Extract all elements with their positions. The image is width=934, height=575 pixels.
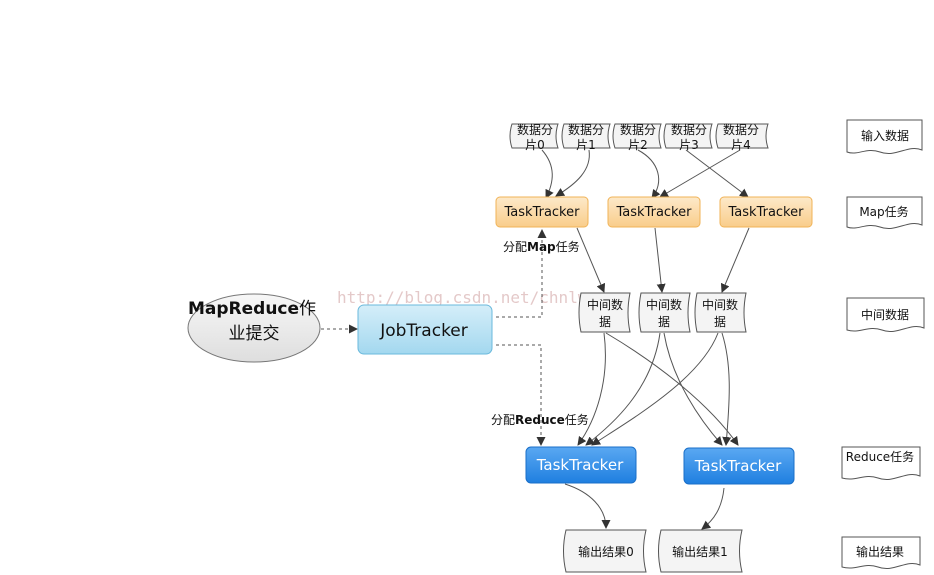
mid0-to-reduce0-arrow: [577, 332, 606, 446]
output-node: 输出结果1: [658, 529, 743, 573]
map1-to-mid1-arrow: [654, 227, 666, 293]
reduce-trackers: TaskTracker TaskTracker: [525, 446, 795, 485]
connectors: [541, 149, 750, 530]
input-splits: 数据分 片0 数据分 片1 数据分 片2 数据分 片3 数据分 片4: [509, 122, 769, 152]
intermediate-node: 中间数 据: [638, 292, 691, 333]
svg-text:片1: 片1: [576, 138, 596, 152]
map-tracker-node: TaskTracker: [719, 196, 813, 228]
map2-to-mid2-arrow: [720, 227, 750, 293]
map-trackers: TaskTracker TaskTracker TaskTracker: [495, 196, 813, 228]
split-label-line1: 数据分: [517, 122, 553, 137]
map-tracker-label: TaskTracker: [728, 205, 805, 220]
split-node: 数据分 片1: [561, 122, 611, 152]
assign-map-arrow: [496, 229, 547, 318]
legend-label: Map任务: [859, 204, 908, 219]
split2-to-map1-arrow: [637, 149, 661, 199]
svg-text:片2: 片2: [628, 138, 648, 152]
legend: 输入数据 Map任务 中间数据 Reduce任务 输出结果: [841, 119, 925, 569]
legend-label: 中间数据: [861, 307, 909, 322]
assign-map-label: 分配Map任务: [503, 239, 580, 254]
intermediate-node: 中间数 据: [694, 292, 747, 333]
svg-text:中间数: 中间数: [702, 297, 738, 312]
svg-text:数据分: 数据分: [671, 122, 707, 137]
legend-item: Map任务: [846, 196, 923, 229]
output-node: 输出结果0: [563, 529, 647, 573]
map-tracker-node: TaskTracker: [607, 196, 701, 228]
svg-text:据: 据: [714, 315, 726, 329]
svg-text:片3: 片3: [679, 138, 699, 152]
output-label: 输出结果1: [672, 544, 728, 559]
map-tracker-label: TaskTracker: [616, 205, 693, 220]
reduce0-to-output0-arrow: [564, 483, 611, 529]
watermark: http://blog.csdn.net/chnlwz: [337, 288, 597, 307]
job-submit-label-line2: 业提交: [229, 324, 280, 344]
map-tracker-node: TaskTracker: [495, 196, 589, 228]
reduce-tracker-node: TaskTracker: [683, 447, 795, 485]
output-label: 输出结果0: [578, 544, 634, 559]
svg-text:片4: 片4: [731, 138, 751, 152]
svg-text:MapReduce作: MapReduce作: [188, 299, 316, 319]
legend-label: Reduce任务: [846, 449, 914, 464]
job-submit-label-rest: 作: [299, 299, 316, 319]
svg-text:数据分: 数据分: [723, 122, 759, 137]
intermediate-node: 中间数 据: [578, 292, 631, 333]
legend-label: 输出结果: [856, 544, 904, 559]
legend-item: 中间数据: [846, 297, 925, 332]
legend-item: 输入数据: [846, 119, 923, 154]
split1-to-map0-arrow: [555, 149, 590, 197]
job-submit-node: MapReduce作 业提交: [187, 293, 321, 363]
jobtracker-label: JobTracker: [379, 321, 468, 341]
mid1-to-reduce1-arrow: [663, 332, 723, 446]
svg-text:数据分: 数据分: [568, 122, 604, 137]
svg-text:据: 据: [599, 315, 611, 329]
split0-to-map0-arrow: [541, 149, 554, 199]
split3-to-map2-arrow: [685, 149, 749, 198]
split-node: 数据分 片3: [663, 122, 713, 152]
mid2-to-reduce1-arrow: [721, 332, 732, 446]
reduce-tracker-label: TaskTracker: [694, 457, 782, 475]
split-node: 数据分 片0: [509, 122, 559, 152]
legend-item: Reduce任务: [841, 446, 921, 480]
split-node: 数据分 片2: [612, 122, 662, 152]
split4-to-map1-arrow: [659, 149, 741, 198]
split-label-line2: 片0: [525, 138, 545, 152]
map-tracker-label: TaskTracker: [504, 205, 581, 220]
legend-label: 输入数据: [861, 128, 909, 143]
map0-to-mid0-arrow: [576, 227, 606, 293]
mid2-to-reduce0-arrow: [591, 332, 719, 446]
reduce1-to-output1-arrow: [701, 487, 725, 530]
assign-reduce-label: 分配Reduce任务: [491, 412, 589, 427]
dashed-connectors: [321, 229, 547, 446]
intermediate-data: 中间数 据 中间数 据 中间数 据: [578, 292, 747, 333]
split-node: 数据分 片4: [715, 122, 769, 152]
legend-item: 输出结果: [841, 536, 921, 569]
svg-text:中间数: 中间数: [587, 297, 623, 312]
reduce-tracker-node: TaskTracker: [525, 446, 637, 484]
job-submit-label-bold: MapReduce: [188, 299, 299, 319]
reduce-tracker-label: TaskTracker: [536, 456, 624, 474]
jobtracker-node: JobTracker: [357, 304, 493, 355]
assign-reduce-arrow: [496, 344, 546, 446]
svg-text:中间数: 中间数: [646, 297, 682, 312]
mid1-to-reduce0-arrow: [585, 332, 661, 446]
svg-text:数据分: 数据分: [620, 122, 656, 137]
outputs: 输出结果0 输出结果1: [563, 529, 743, 573]
svg-text:据: 据: [658, 315, 670, 329]
